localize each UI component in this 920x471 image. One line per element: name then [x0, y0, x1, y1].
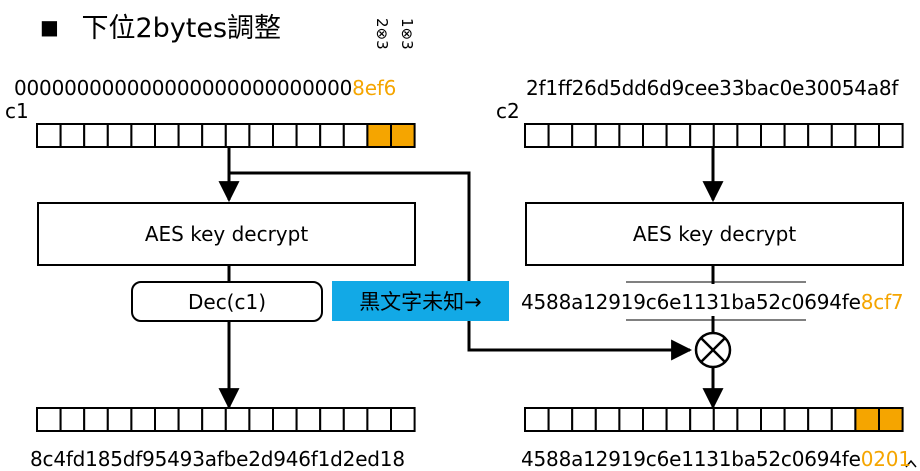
byte-cell: [224, 407, 251, 432]
right-output-hex-highlight: 0201: [860, 447, 911, 471]
byte-cell: [319, 407, 345, 432]
byte-cell: [878, 407, 904, 432]
byte-cell: [295, 407, 322, 432]
byte-cell: [272, 407, 298, 432]
mid-hex: 4588a12919c6e1131ba52c0694fe8cf7: [521, 290, 904, 314]
right-output-hex: 4588a12919c6e1131ba52c0694fe0201: [521, 447, 911, 471]
byte-cell: [36, 407, 62, 432]
c1-branch-line: [229, 171, 693, 361]
byte-cell: [783, 123, 810, 148]
heading-text: 下位2bytes調整: [81, 13, 282, 44]
mid-hex-highlight: 8cf7: [860, 290, 904, 314]
byte-cell: [618, 407, 645, 432]
byte-cell: [177, 123, 204, 148]
byte-cell: [807, 407, 833, 432]
byte-cell: [594, 123, 621, 148]
c1-hex: 0000000000000000000000000008ef6: [14, 76, 396, 100]
byte-cell: [807, 123, 833, 148]
corner-caret-icon: [905, 459, 917, 468]
byte-cell: [712, 407, 739, 432]
byte-cell: [154, 123, 180, 148]
byte-cell: [665, 407, 692, 432]
byte-cell: [224, 123, 251, 148]
byte-cell: [830, 407, 857, 432]
byte-cell: [342, 123, 369, 148]
byte-cell: [390, 407, 416, 432]
byte-cell: [783, 407, 810, 432]
c2-byte-array: [524, 123, 904, 148]
c1-hex-highlight: 8ef6: [352, 76, 397, 100]
c1-hex-plain: 000000000000000000000000000: [14, 76, 353, 100]
byte-cell: [59, 123, 86, 148]
byte-cell: [201, 123, 227, 148]
mid-hex-plain: 4588a12919c6e1131ba52c0694fe: [521, 290, 861, 314]
byte-cell: [366, 407, 392, 432]
byte-cell: [830, 123, 857, 148]
byte-cell: [594, 407, 621, 432]
byte-cell: [736, 407, 763, 432]
byte-cell: [390, 123, 416, 148]
c1-byte-array: [36, 123, 416, 148]
byte-cell: [177, 407, 204, 432]
left-aes-decrypt-box: AES key decrypt: [37, 202, 416, 266]
byte-cell: [571, 407, 597, 432]
byte-cell: [760, 123, 786, 148]
right-output-byte-array: [524, 407, 904, 432]
byte-cell: [272, 123, 298, 148]
byte-cell: [106, 123, 133, 148]
byte-cell: [642, 123, 668, 148]
byte-cell: [154, 407, 180, 432]
byte-cell: [712, 123, 739, 148]
byte-cell: [319, 123, 345, 148]
c1-label: c1: [5, 99, 29, 123]
byte-cell: [760, 407, 786, 432]
byte-cell: [59, 407, 86, 432]
heading: ■ 下位2bytes調整: [40, 6, 281, 45]
byte-cell: [524, 123, 550, 148]
byte-cell: [36, 123, 62, 148]
byte-cell: [106, 407, 133, 432]
byte-cell: [130, 407, 156, 432]
byte-cell: [83, 407, 109, 432]
c2-hex: 2f1ff26d5dd6d9cee33bac0e30054a8f: [526, 76, 899, 100]
byte-cell: [854, 407, 881, 432]
byte-cell: [736, 123, 763, 148]
xor-icon: [694, 331, 732, 369]
cell-arrays: [36, 123, 904, 432]
byte-cell: [248, 407, 274, 432]
byte-cell: [366, 123, 392, 148]
ops-note-1: 1⊗3: [398, 18, 416, 50]
byte-cell: [295, 123, 322, 148]
byte-cell: [618, 123, 645, 148]
byte-cell: [342, 407, 369, 432]
right-aes-decrypt-box: AES key decrypt: [525, 202, 904, 266]
byte-cell: [642, 407, 668, 432]
byte-cell: [689, 407, 715, 432]
byte-cell: [83, 123, 109, 148]
right-output-hex-plain: 4588a12919c6e1131ba52c0694fe: [521, 447, 861, 471]
left-output-hex: 8c4fd185df95493afbe2d946f1d2ed18: [30, 447, 405, 471]
byte-cell: [571, 123, 597, 148]
left-output-byte-array: [36, 407, 416, 432]
byte-cell: [201, 407, 227, 432]
heading-bullet: ■: [40, 15, 59, 39]
unknown-black-text-callout: 黒文字未知→: [332, 281, 509, 321]
c2-label: c2: [496, 99, 520, 123]
byte-cell: [547, 123, 574, 148]
byte-cell: [547, 407, 574, 432]
byte-cell: [524, 407, 550, 432]
byte-cell: [248, 123, 274, 148]
dec-c1-box: Dec(c1): [131, 281, 323, 322]
byte-cell: [665, 123, 692, 148]
byte-cell: [130, 123, 156, 148]
ops-note-2: 2⊗3: [373, 18, 391, 50]
byte-cell: [878, 123, 904, 148]
byte-cell: [854, 123, 881, 148]
byte-cell: [689, 123, 715, 148]
